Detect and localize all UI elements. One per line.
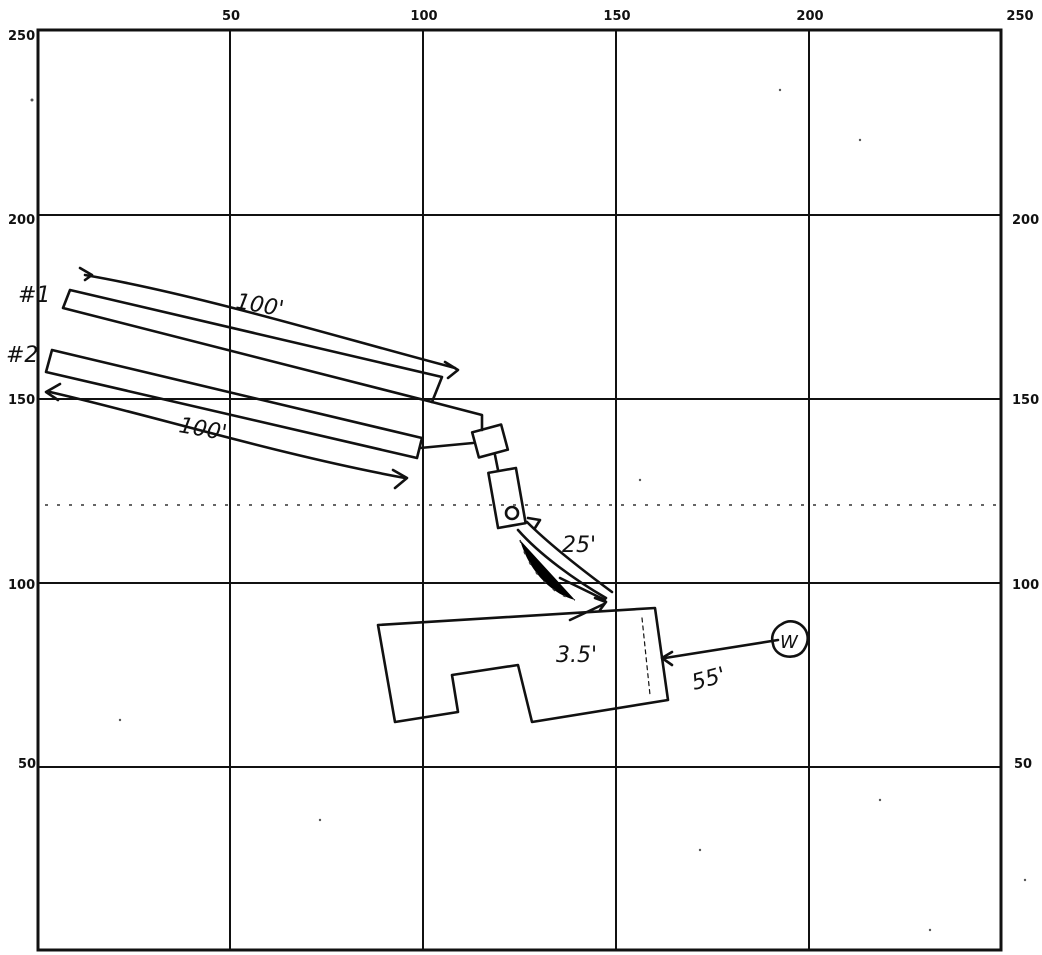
distribution-box	[470, 423, 510, 459]
y-left-tick-250: 250	[8, 29, 35, 44]
y-right-tick-100: 100	[1012, 578, 1039, 593]
line2-label: #2	[6, 343, 38, 368]
septic-tank	[487, 466, 527, 530]
well	[660, 620, 809, 667]
grid-border	[36, 28, 1003, 952]
y-left-tick-200: 200	[8, 213, 35, 228]
drain-line-2	[44, 348, 424, 490]
scan-specks	[30, 88, 1027, 932]
y-right-tick-50: 50	[1014, 757, 1032, 772]
line2-length: 100'	[177, 413, 229, 446]
y-left-tick-100: 100	[8, 578, 35, 593]
pipe-length: 25'	[562, 533, 596, 558]
well-distance: 55'	[689, 663, 728, 696]
y-left-tick-50: 50	[18, 757, 36, 772]
house-footprint	[376, 606, 670, 724]
x-tick-100: 100	[410, 9, 437, 24]
y-left-tick-150: 150	[8, 393, 35, 408]
line1-label: #1	[18, 283, 50, 308]
gap-length: 3.5'	[556, 643, 597, 668]
x-tick-50: 50	[222, 9, 240, 24]
y-right-tick-150: 150	[1012, 393, 1039, 408]
house-wall-hatch	[641, 617, 651, 696]
drain-line-1	[61, 266, 460, 404]
vertical-grid-lines	[229, 30, 810, 950]
horizontal-grid-lines	[38, 214, 1001, 768]
x-tick-150: 150	[603, 9, 630, 24]
line1-length: 100'	[234, 289, 286, 322]
distribution-piping	[418, 400, 510, 472]
y-right-tick-200: 200	[1012, 213, 1039, 228]
well-symbol: W	[780, 632, 799, 653]
x-tick-200: 200	[796, 9, 823, 24]
x-tick-250: 250	[1006, 9, 1033, 24]
sewer-pipe	[516, 516, 614, 622]
